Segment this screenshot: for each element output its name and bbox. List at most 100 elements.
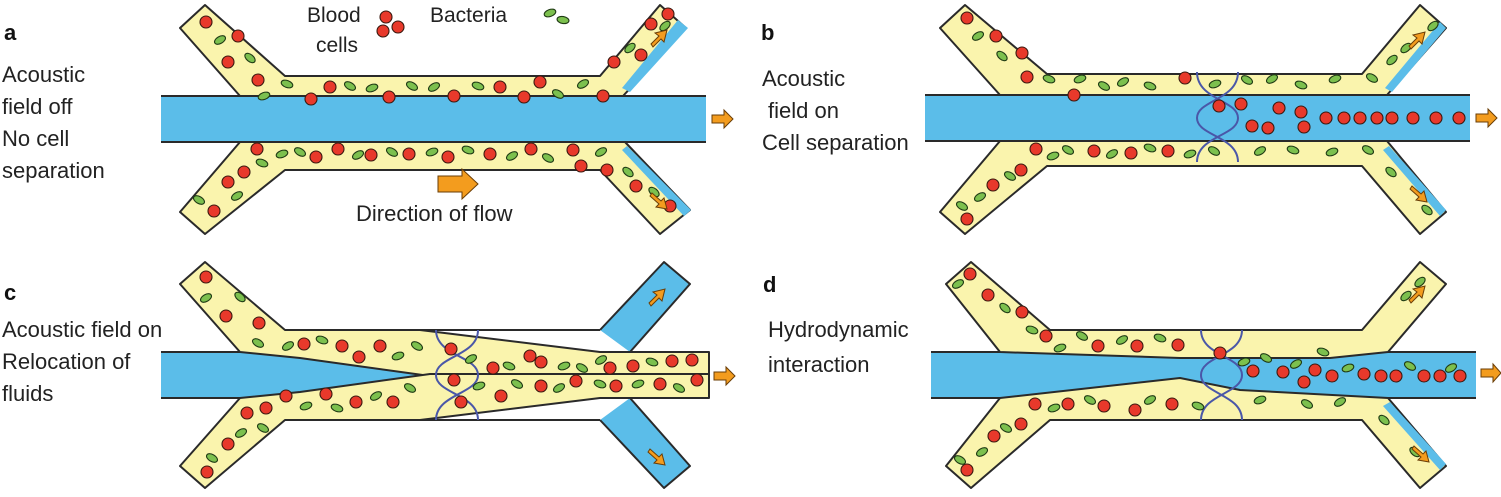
blood-cell	[1353, 111, 1367, 125]
panel-b-acoustic-wave	[1196, 71, 1240, 163]
blood-cell	[240, 406, 254, 420]
blood-cell	[221, 55, 235, 69]
panel-a-upper-outlet-buffer	[622, 20, 688, 92]
panel-b-letter: b	[761, 20, 774, 45]
bacterium	[425, 147, 439, 157]
blood-cell	[252, 316, 266, 330]
blood-cell	[534, 379, 548, 393]
blood-cell	[447, 373, 461, 387]
panel-a-caption-line-3: No cell	[2, 126, 69, 151]
bacterium	[275, 149, 289, 159]
bacterium	[502, 361, 516, 371]
blood-cell	[1276, 365, 1290, 379]
bacterium	[255, 158, 269, 168]
legend-blood-label-line-1: Blood	[307, 4, 361, 27]
bacterium	[975, 447, 989, 457]
panel-c-upper-outlet-buffer	[600, 262, 690, 352]
blood-cell	[960, 11, 974, 25]
bacterium	[953, 455, 967, 465]
blood-cell	[524, 142, 538, 156]
bacterium	[999, 423, 1013, 433]
panel-d-upper-outlet-arrow	[1408, 285, 1426, 304]
blood-cell	[1014, 163, 1028, 177]
bacterium	[1115, 335, 1129, 345]
bacterium	[410, 341, 424, 351]
blood-cell	[634, 48, 648, 62]
legend-bacteria-icon	[543, 8, 557, 18]
blood-cell	[444, 342, 458, 356]
panel-b: b Acoustic field on Cell separation	[761, 4, 1498, 235]
bacterium	[1143, 81, 1157, 91]
bacterium	[199, 293, 213, 303]
legend-blood-icon	[391, 20, 405, 34]
bacterium	[1316, 347, 1330, 357]
blood-cell	[629, 179, 643, 193]
bacterium	[471, 81, 485, 91]
bacterium	[251, 338, 265, 348]
bacterium	[951, 279, 965, 289]
bacterium	[1191, 401, 1205, 411]
bacterium	[461, 145, 475, 155]
panel-c-lower-outlet-buffer	[600, 398, 690, 488]
panel-d: d Hydrodynamic interaction	[763, 261, 1501, 489]
bacterium	[1208, 79, 1222, 89]
blood-cell	[1297, 375, 1311, 389]
blood-cell	[279, 389, 293, 403]
panel-c-particles	[199, 270, 704, 479]
bacterium	[1042, 74, 1056, 84]
bacterium	[1143, 395, 1157, 405]
blood-cell	[494, 389, 508, 403]
blood-cell	[386, 395, 400, 409]
blood-cell	[1261, 121, 1275, 135]
blood-cell	[1091, 339, 1105, 353]
blood-cell	[1385, 111, 1399, 125]
panel-d-caption-line-1: Hydrodynamic	[768, 317, 909, 342]
blood-cell	[237, 165, 251, 179]
blood-cell	[1429, 111, 1443, 125]
blood-cell	[1039, 329, 1053, 343]
blood-cell	[1406, 111, 1420, 125]
panel-b-particles	[955, 11, 1466, 226]
blood-cell	[1357, 367, 1371, 381]
bacterium	[1385, 166, 1397, 178]
blood-cell	[335, 339, 349, 353]
blood-cell	[685, 353, 699, 367]
blood-cell	[1097, 399, 1111, 413]
bacterium	[405, 81, 419, 91]
blood-cell	[596, 89, 610, 103]
blood-cell	[607, 55, 621, 69]
bacterium	[1253, 146, 1267, 156]
blood-cell	[309, 150, 323, 164]
bacterium	[1061, 145, 1075, 155]
bacterium	[385, 147, 399, 157]
bacterium	[1153, 333, 1167, 343]
bacterium	[1053, 343, 1067, 353]
blood-cell	[251, 73, 265, 87]
panel-d-acoustic-wave	[1200, 329, 1244, 421]
blood-cell	[989, 29, 1003, 43]
blood-cell	[600, 163, 614, 177]
blood-cell	[1453, 369, 1467, 383]
blood-cell	[199, 270, 213, 284]
blood-cell	[200, 465, 214, 479]
blood-cell	[259, 401, 273, 415]
bacterium	[551, 89, 565, 99]
blood-cell	[304, 92, 318, 106]
blood-cell	[1029, 142, 1043, 156]
bacterium	[594, 355, 608, 365]
bacterium	[281, 341, 295, 351]
blood-cell	[569, 374, 583, 388]
blood-cell	[250, 142, 264, 156]
blood-cell	[1124, 146, 1138, 160]
blood-cell	[1020, 70, 1034, 84]
blood-cell	[1337, 111, 1351, 125]
bacterium	[1265, 74, 1279, 84]
panel-b-caption-line-3: Cell separation	[762, 130, 909, 155]
legend-bacteria-icon	[556, 15, 570, 25]
blood-cell	[603, 361, 617, 375]
legend-bacteria-label: Bacteria	[430, 4, 507, 27]
bacterium	[1083, 395, 1097, 405]
panel-d-acoustic-wave	[1199, 329, 1243, 421]
blood-cell	[199, 15, 213, 29]
panel-b-lower-sample-stream	[939, 140, 1447, 235]
